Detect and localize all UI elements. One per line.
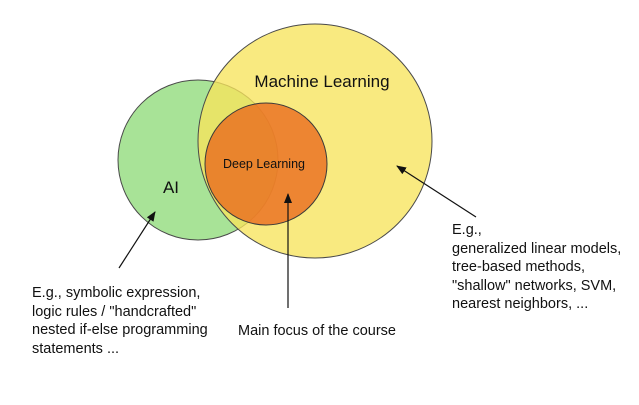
ai-note-line: nested if-else programming [32,322,208,338]
course-focus-note: Main focus of the course [238,322,396,341]
ai-circle-label: AI [163,178,179,197]
ai-note-arrow [118,211,156,269]
ml-examples-note: E.g., generalized linear models, tree-ba… [452,221,621,314]
ml-note-line: "shallow" networks, SVM, [452,277,617,294]
ai-note-line: E.g., symbolic expression, [32,285,201,301]
dl-circle [204,102,328,226]
ai-examples-note: E.g., symbolic expression, logic rules /… [32,284,208,358]
ml-note-line: tree-based methods, [452,259,585,275]
dl-circle-label: Deep Learning [223,157,305,171]
ml-note-line: nearest neighbors, ... [452,296,589,312]
ml-note-line: generalized linear models, [452,240,622,257]
dl-note-line: Main focus of the course [238,323,396,339]
ai-note-line: logic rules / "handcrafted" [32,303,197,320]
ml-note-line: E.g., [452,222,482,238]
ml-note-arrow [396,165,477,218]
ai-note-line: statements ... [32,340,120,357]
ml-circle-label: Machine Learning [254,72,389,91]
